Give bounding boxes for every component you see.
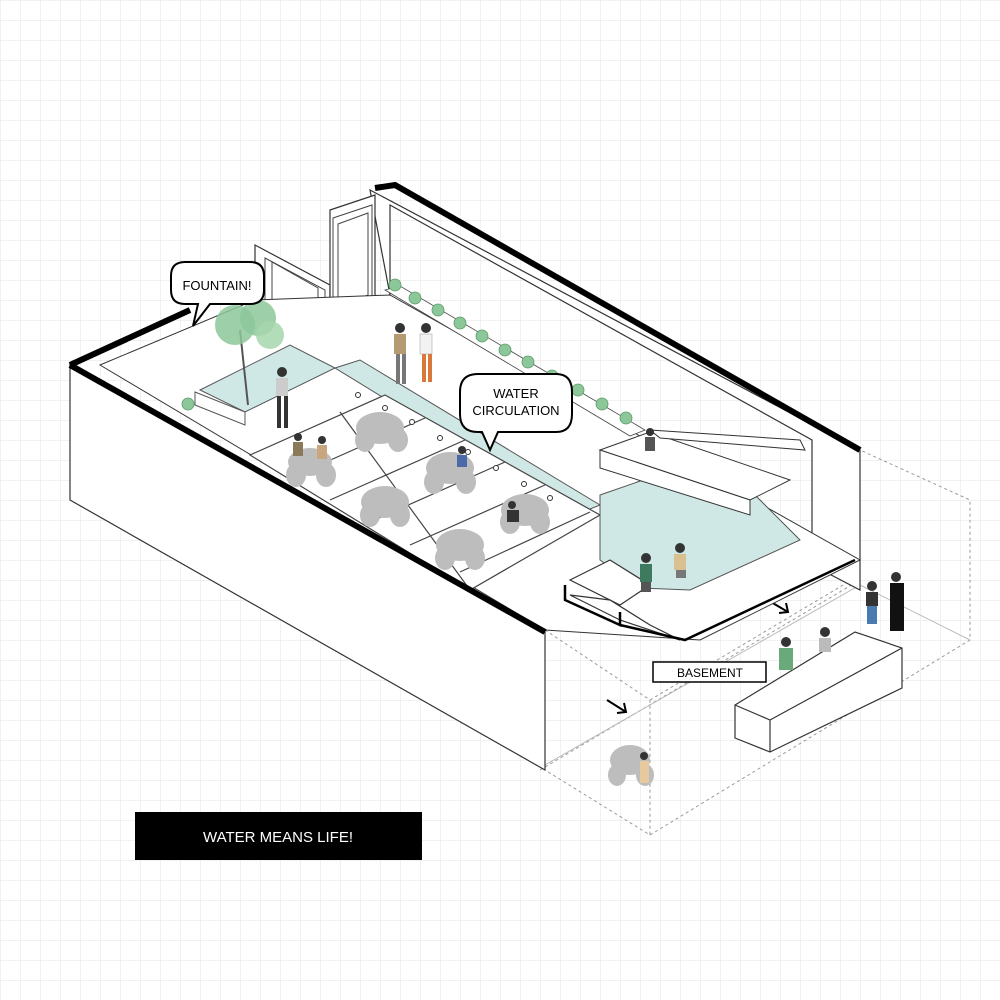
fountain-callout-text: FOUNTAIN!: [182, 278, 251, 293]
arrow-icon: [606, 699, 628, 714]
person-figure: [507, 501, 519, 522]
basement-counter: [734, 631, 903, 753]
water-callout-line2: CIRCULATION: [472, 403, 559, 418]
person-figure: [276, 367, 288, 428]
person-figure: [779, 637, 793, 670]
person-figure: [866, 581, 878, 624]
person-figure: [457, 446, 467, 467]
person-figure: [645, 428, 655, 451]
water-callout-line1: WATER: [493, 386, 539, 401]
person-figure: [293, 433, 303, 456]
title-banner: WATER MEANS LIFE!: [135, 812, 422, 860]
person-figure: [640, 553, 652, 592]
person-figure: [890, 572, 904, 631]
fountain-planter: [194, 391, 246, 426]
person-figure: [394, 323, 406, 384]
back-wall-edge: [374, 181, 862, 453]
fountain-callout: FOUNTAIN!: [170, 261, 265, 327]
table-cluster: [355, 412, 408, 452]
basement-label: BASEMENT: [652, 661, 767, 683]
water-circulation-callout: WATER CIRCULATION: [459, 373, 573, 453]
left-wall: [68, 307, 547, 772]
arrow-icon: [770, 601, 790, 614]
tree: [215, 300, 284, 406]
person-figure: [317, 436, 327, 459]
person-figure: [640, 752, 649, 783]
table-cluster: [360, 486, 410, 527]
title-banner-text: WATER MEANS LIFE!: [203, 829, 353, 846]
table-cluster: [435, 529, 485, 570]
person-figure: [674, 543, 686, 578]
person-figure: [419, 323, 433, 382]
basement-label-text: BASEMENT: [677, 666, 744, 680]
people: [276, 323, 904, 783]
channel-lights: [355, 392, 553, 501]
person-figure: [819, 627, 831, 652]
